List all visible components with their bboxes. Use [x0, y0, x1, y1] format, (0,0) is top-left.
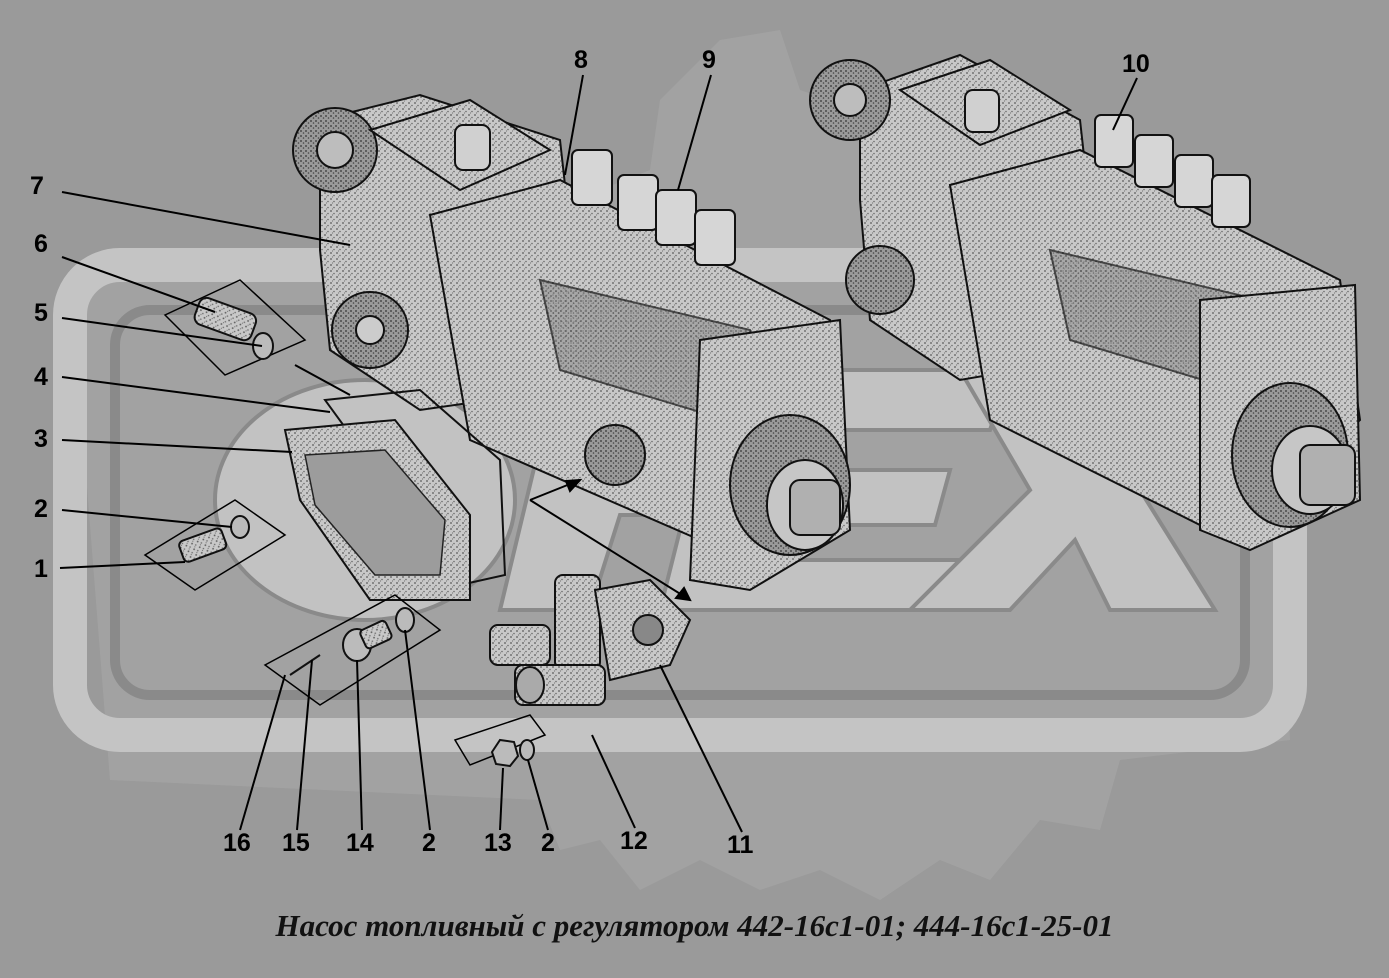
assembly-arrows [294, 364, 692, 602]
callout-13: 13 [484, 829, 512, 857]
fuel-pump-left [292, 93, 852, 592]
callout-16: 16 [223, 829, 251, 857]
callout-15: 15 [282, 829, 310, 857]
callout-4: 4 [34, 363, 48, 391]
part-nut-washer [453, 714, 547, 768]
part-priming-pump [489, 574, 692, 706]
part-bolt-and-washer [143, 499, 287, 591]
callout-12: 12 [620, 827, 648, 855]
callout-2: 2 [34, 495, 48, 523]
callout-8: 8 [574, 46, 588, 74]
callout-7: 7 [30, 172, 44, 200]
leader-lines [59, 74, 1138, 833]
callout-14: 14 [346, 829, 374, 857]
part-spring-plunger [163, 279, 307, 376]
callout-3: 3 [34, 425, 48, 453]
callout-5: 5 [34, 299, 48, 327]
part-cover-plate [283, 418, 471, 601]
callout-10: 10 [1122, 50, 1150, 78]
callout-1: 1 [34, 555, 48, 583]
callout-11: 11 [727, 831, 754, 859]
callout-6: 6 [34, 230, 48, 258]
diagram-caption: Насос топливный с регулятором 442-16с1-0… [275, 908, 1114, 943]
part-drain-bolt-group [263, 594, 442, 706]
callout-2-lower-right: 2 [541, 829, 555, 857]
callout-9: 9 [702, 46, 716, 74]
fuel-pump-right [809, 53, 1362, 552]
callout-labels: 1 2 3 4 5 6 7 8 9 10 11 12 2 13 2 14 15 … [30, 46, 1150, 859]
callout-2-lower-left: 2 [422, 829, 436, 857]
